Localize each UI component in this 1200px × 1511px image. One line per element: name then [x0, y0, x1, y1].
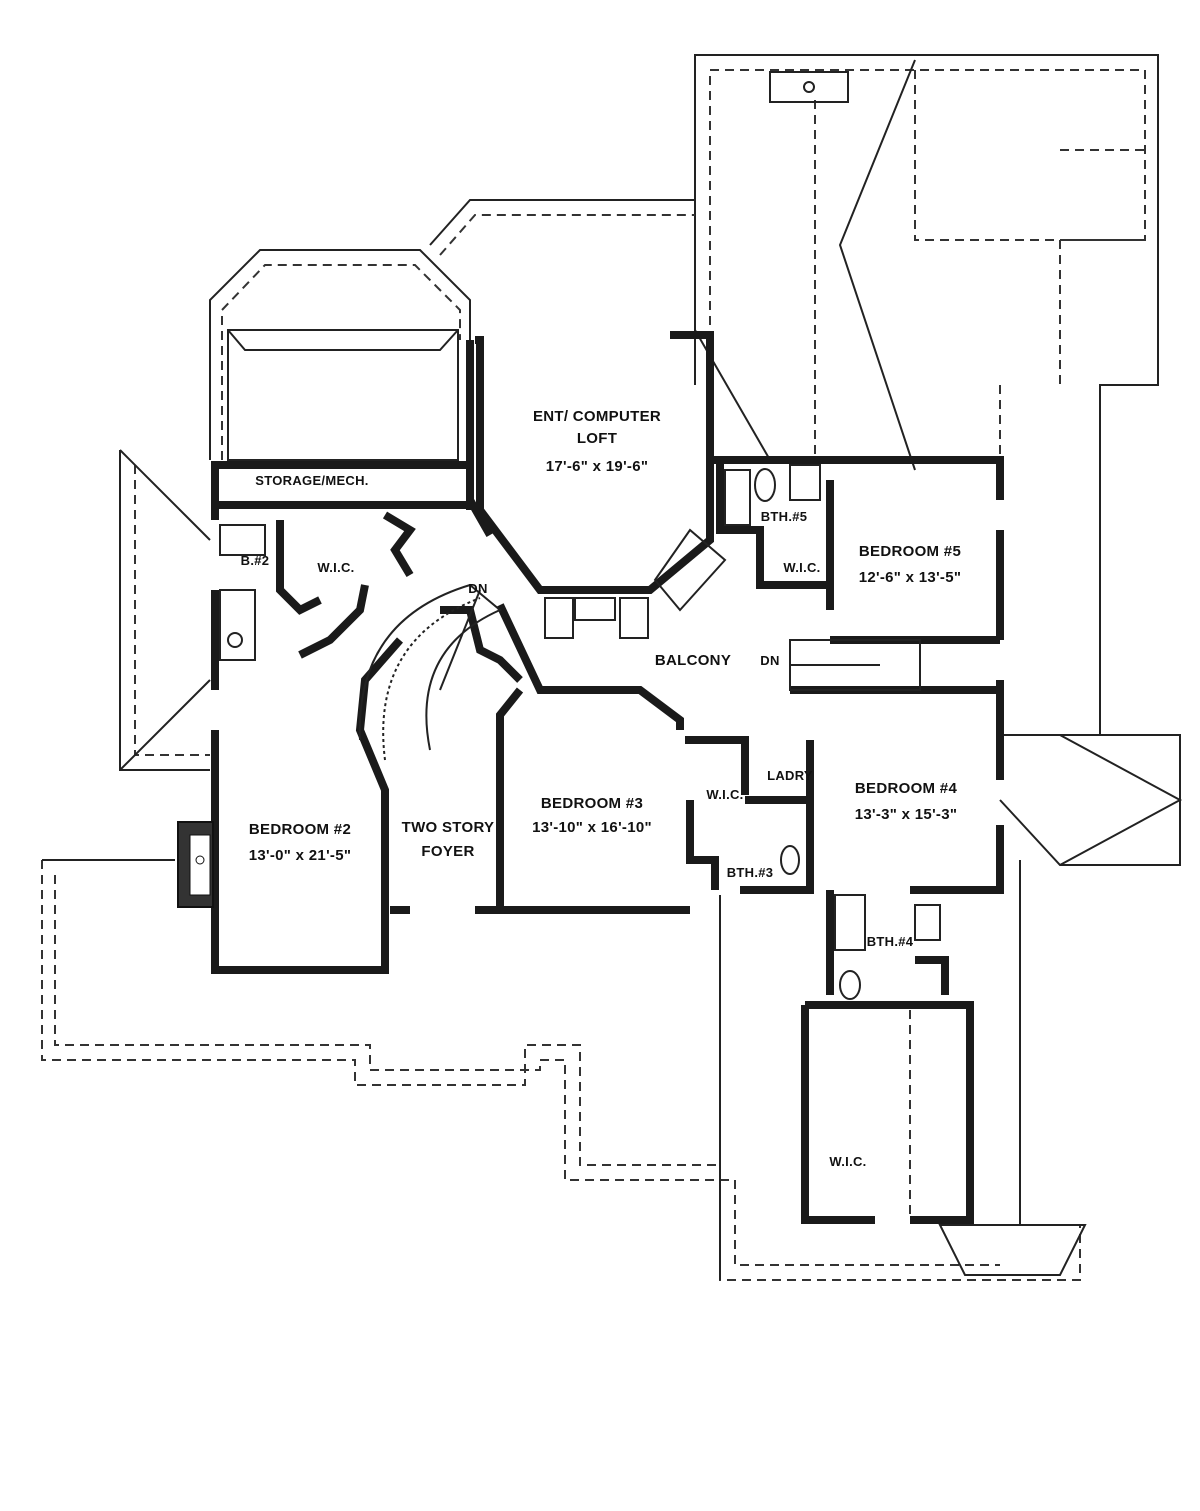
bedroom2-label: BEDROOM #2 [249, 821, 351, 838]
balcony-label: BALCONY [655, 652, 731, 669]
loft-dimensions: 17'-6" x 19'-6" [546, 458, 649, 475]
wic-bed5-label: W.I.C. [783, 560, 820, 575]
main-stair-dn-label: DN [468, 581, 487, 596]
roof-outlines [41, 54, 1183, 1281]
loft-stair [653, 528, 727, 612]
right-stair [789, 639, 921, 691]
bedroom4-dimensions: 13'-3" x 15'-3" [855, 806, 958, 823]
loft-label-1: ENT/ COMPUTER [533, 408, 661, 425]
bedroom4-label: BEDROOM #4 [855, 780, 958, 797]
fixtures [219, 464, 941, 1000]
right-stair-dn-label: DN [760, 653, 779, 668]
laundry-label: LADRY [767, 768, 813, 783]
bedroom3-label: BEDROOM #3 [541, 795, 643, 812]
bath5-label: BTH.#5 [761, 509, 808, 524]
main-stair [358, 583, 502, 761]
bath4-label: BTH.#4 [867, 934, 914, 949]
bath3-label: BTH.#3 [727, 865, 774, 880]
room-labels: ENT/ COMPUTER LOFT 17'-6" x 19'-6" STORA… [241, 408, 962, 1169]
wic-left-label: W.I.C. [317, 560, 354, 575]
fireplace [177, 821, 214, 908]
bedroom5-dimensions: 12'-6" x 13'-5" [859, 569, 962, 586]
storage-label: STORAGE/MECH. [255, 473, 368, 488]
wic-bottom-label: W.I.C. [829, 1154, 866, 1169]
foyer-label-2: FOYER [421, 843, 474, 860]
walls [211, 331, 1004, 1224]
bedroom3-dimensions: 13'-10" x 16'-10" [532, 819, 652, 836]
wic-bed3-label: W.I.C. [706, 787, 743, 802]
bedroom2-dimensions: 13'-0" x 21'-5" [249, 847, 352, 864]
foyer-label-1: TWO STORY [402, 819, 495, 836]
bedroom5-label: BEDROOM #5 [859, 543, 961, 560]
loft-label-2: LOFT [577, 430, 617, 447]
bath2-label: B.#2 [241, 553, 270, 568]
